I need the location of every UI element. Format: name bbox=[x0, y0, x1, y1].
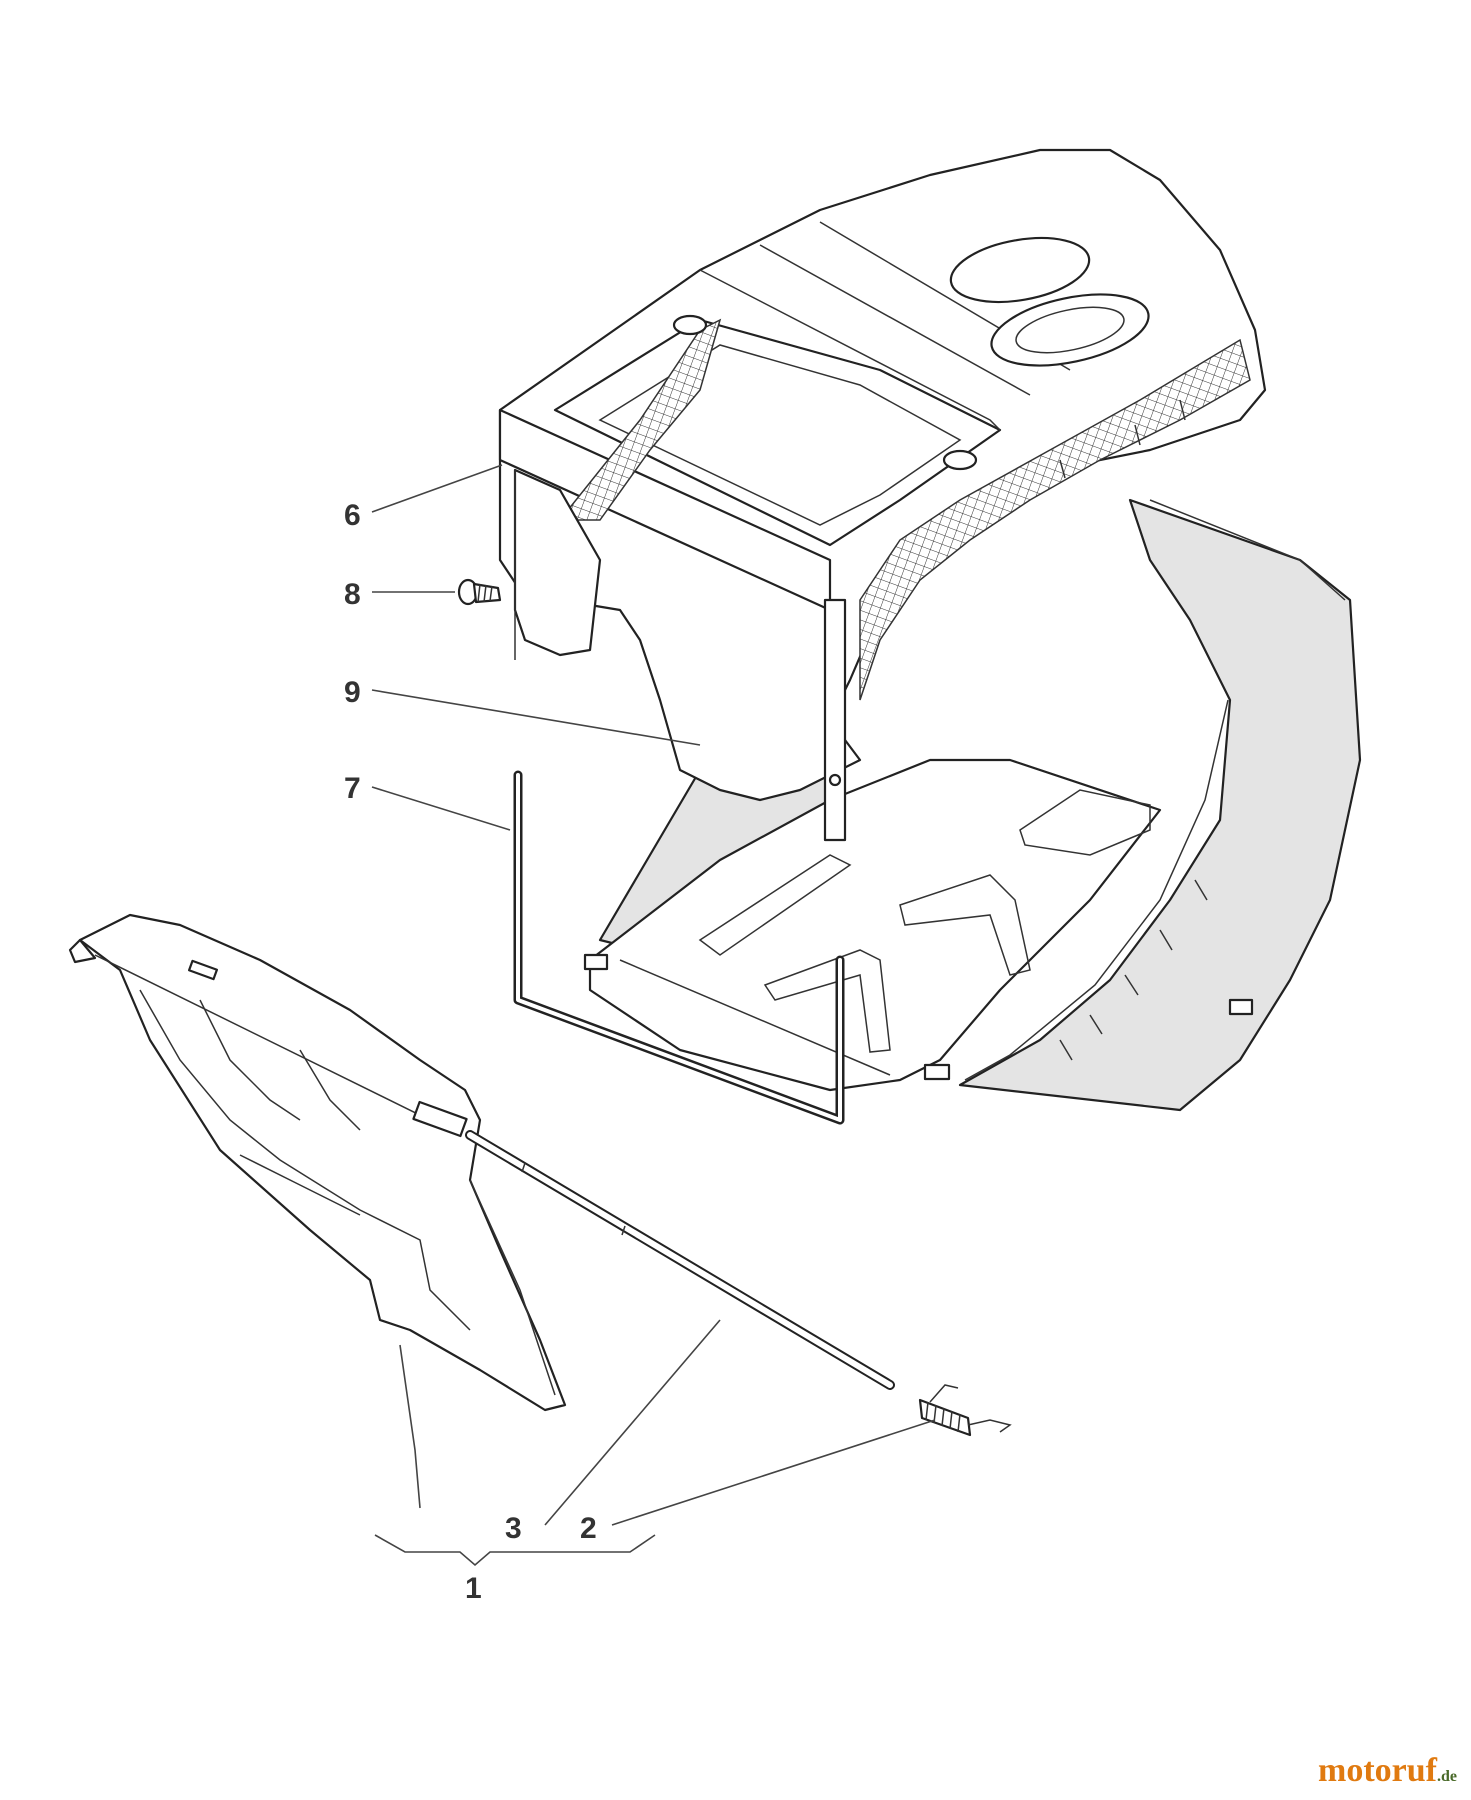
label-part-8: 8 bbox=[344, 578, 361, 611]
rear-flap bbox=[68, 913, 567, 1412]
label-part-7: 7 bbox=[344, 772, 361, 805]
part-labels: 6 8 9 7 3 2 1 bbox=[344, 499, 597, 1605]
label-part-1: 1 bbox=[465, 1572, 482, 1605]
label-part-2: 2 bbox=[580, 1512, 597, 1545]
label-part-3: 3 bbox=[505, 1512, 522, 1545]
watermark-main: motoruf bbox=[1318, 1752, 1437, 1789]
label-part-6: 6 bbox=[344, 499, 361, 532]
leader-lines bbox=[371, 464, 936, 1567]
torsion-spring bbox=[918, 1384, 1012, 1437]
label-part-9: 9 bbox=[344, 676, 361, 709]
top-cover bbox=[498, 148, 1267, 842]
watermark-tld: .de bbox=[1437, 1768, 1457, 1785]
hinge-shaft bbox=[465, 1130, 895, 1390]
grass-bag bbox=[583, 498, 1362, 1112]
screw bbox=[457, 578, 502, 606]
frame-rod bbox=[513, 770, 845, 1125]
watermark-logo: motoruf.de bbox=[1318, 1752, 1457, 1790]
